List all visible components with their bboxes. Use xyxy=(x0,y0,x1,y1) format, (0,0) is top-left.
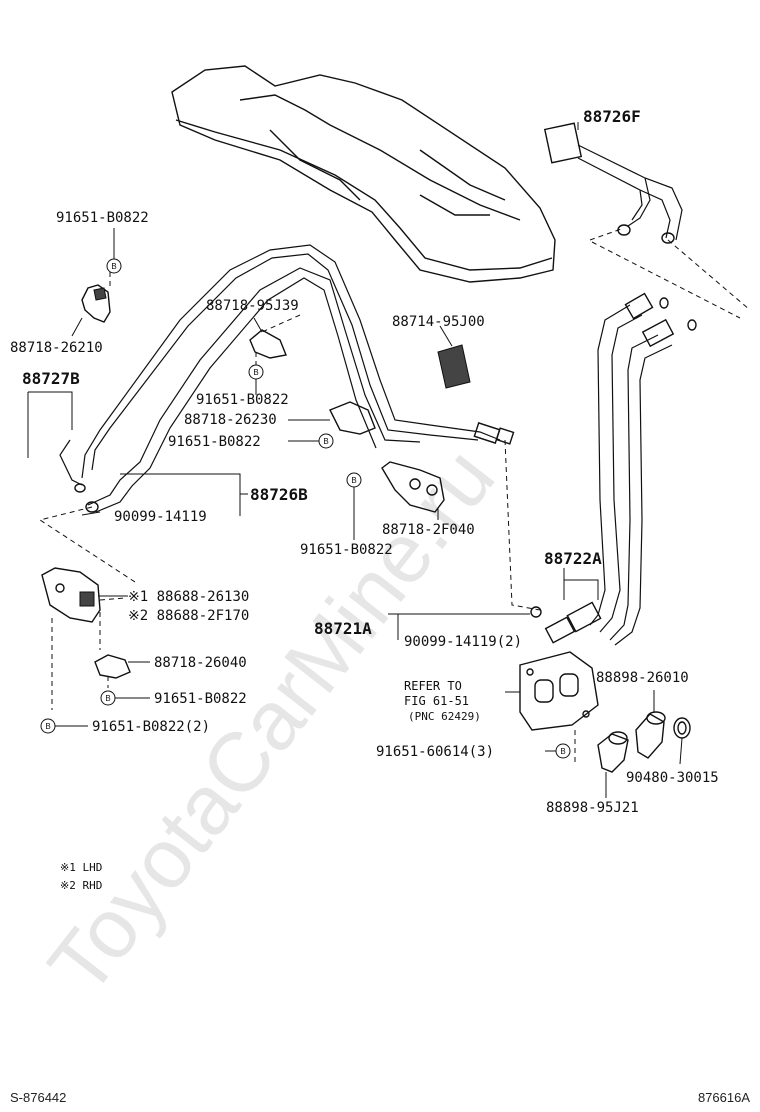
grommet-88898-95J21 xyxy=(597,731,629,773)
svg-text:B: B xyxy=(105,694,110,703)
bolt-marker: B xyxy=(318,433,334,449)
label-88722A: 88722A xyxy=(544,549,602,568)
label-88688-2F170: ※2 88688-2F170 xyxy=(128,608,249,624)
footer-left-code: S-876442 xyxy=(10,1090,66,1105)
label-88898-95J21: 88898-95J21 xyxy=(546,800,639,816)
bolt-marker: B xyxy=(106,258,122,274)
label-88898-26010: 88898-26010 xyxy=(596,670,689,686)
refer-pnc: (PNC 62429) xyxy=(408,710,481,723)
seal-90480-30015 xyxy=(673,717,691,739)
label-88688-26130: ※1 88688-26130 xyxy=(128,589,249,605)
bolt-marker: B xyxy=(346,472,362,488)
label-91651-B0822-b: 91651-B0822 xyxy=(196,392,289,408)
label-88718-95J39: 88718-95J39 xyxy=(206,298,299,314)
pipe-88726B xyxy=(59,244,515,513)
note-lhd: ※1 LHD xyxy=(60,861,102,874)
refer-line1: REFER TO xyxy=(404,679,462,693)
label-88718-26210: 88718-26210 xyxy=(10,340,103,356)
svg-text:B: B xyxy=(323,437,328,446)
pipe-88726F xyxy=(543,122,683,244)
label-88718-26230: 88718-26230 xyxy=(184,412,277,428)
cooling-unit-housing xyxy=(171,65,556,283)
bracket-88718-2F040 xyxy=(381,461,445,513)
label-88718-2F040: 88718-2F040 xyxy=(382,522,475,538)
svg-text:B: B xyxy=(560,747,565,756)
label-88726F: 88726F xyxy=(583,107,641,126)
label-88714-95J00: 88714-95J00 xyxy=(392,314,485,330)
clamp-88718-26230 xyxy=(329,401,376,435)
bracket-88688 xyxy=(41,567,101,623)
leader-lines xyxy=(27,122,683,798)
grommet-88898-26010 xyxy=(635,711,666,759)
bolt-marker: B xyxy=(100,690,116,706)
svg-text:B: B xyxy=(351,476,356,485)
label-90099-14119: 90099-14119 xyxy=(114,509,207,525)
refer-fig[interactable]: FIG 61-51 xyxy=(404,694,469,708)
label-91651-B0822-2: 91651-B0822(2) xyxy=(92,719,210,735)
label-91651-B0822-e: 91651-B0822 xyxy=(154,691,247,707)
label-91651-B0822-top: 91651-B0822 xyxy=(56,210,149,226)
label-91651-60614-3: 91651-60614(3) xyxy=(376,744,494,760)
bolt-marker: B xyxy=(555,743,571,759)
footer-right-code: 876616A xyxy=(698,1090,750,1105)
label-90099-14119-2: 90099-14119(2) xyxy=(404,634,522,650)
label-88727B: 88727B xyxy=(22,369,80,388)
hoses-88722A xyxy=(544,292,675,646)
note-rhd: ※2 RHD xyxy=(60,879,102,892)
label-90480-30015: 90480-30015 xyxy=(626,770,719,786)
panel-88714-95J00 xyxy=(437,344,471,389)
label-88726B: 88726B xyxy=(250,485,308,504)
svg-text:B: B xyxy=(253,368,258,377)
label-88718-26040: 88718-26040 xyxy=(154,655,247,671)
label-88721A: 88721A xyxy=(314,619,372,638)
label-91651-B0822-d: 91651-B0822 xyxy=(300,542,393,558)
svg-text:B: B xyxy=(45,722,50,731)
bolt-marker: B xyxy=(40,718,56,734)
svg-text:B: B xyxy=(111,262,116,271)
clamp-88718-26040 xyxy=(94,654,131,679)
clamp-88718-26210 xyxy=(81,284,111,323)
label-91651-B0822-c: 91651-B0822 xyxy=(168,434,261,450)
clamp-88718-95J39 xyxy=(249,329,287,359)
bolt-marker: B xyxy=(248,364,264,380)
gasket-plate xyxy=(519,651,599,731)
